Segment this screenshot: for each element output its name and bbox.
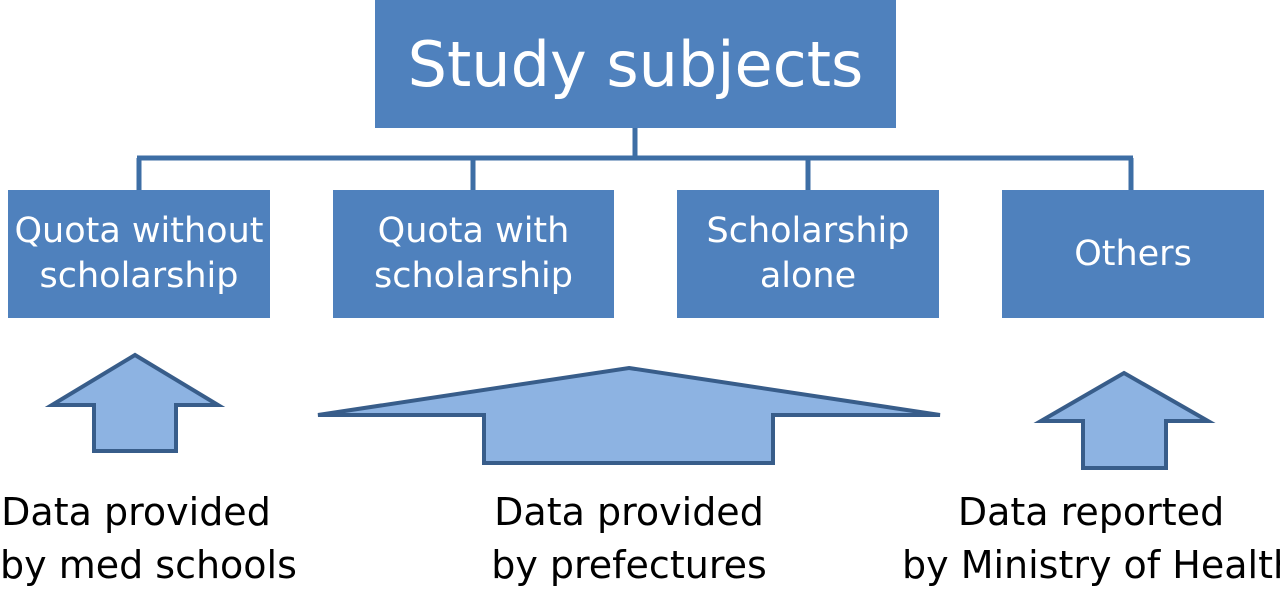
category-label-line1: Quota without bbox=[14, 211, 264, 251]
category-label-line1: Scholarship bbox=[706, 211, 910, 251]
source-label-line1: Data reported bbox=[957, 490, 1225, 534]
category-quota-with-scholarship: Quota with scholarship bbox=[333, 190, 614, 318]
source-ministry-of-health: Data reported by Ministry of Health bbox=[902, 486, 1280, 592]
up-arrow-center bbox=[317, 365, 941, 465]
category-label-line2: scholarship bbox=[39, 256, 239, 296]
study-subjects-box: Study subjects bbox=[375, 0, 896, 128]
category-label-line1: Quota with bbox=[377, 211, 570, 251]
category-scholarship-alone: Scholarship alone bbox=[677, 190, 939, 318]
source-label-line2: by Ministry of Health bbox=[902, 543, 1280, 587]
category-label-line1: Others bbox=[1074, 233, 1192, 274]
source-label-line2: by prefectures bbox=[491, 543, 767, 587]
source-prefectures: Data provided by prefectures bbox=[489, 486, 769, 592]
source-label-line1: Data provided bbox=[494, 490, 764, 534]
up-arrow-right bbox=[1033, 370, 1216, 470]
study-subjects-title: Study subjects bbox=[407, 27, 864, 101]
source-label-line2: by med schools bbox=[0, 543, 297, 587]
category-label-line2: scholarship bbox=[374, 256, 573, 296]
category-quota-without-scholarship: Quota without scholarship bbox=[8, 190, 270, 318]
source-label-line1: Data provided bbox=[1, 490, 271, 534]
source-med-schools: Data provided by med schools bbox=[0, 486, 297, 592]
up-arrow-left bbox=[44, 352, 226, 453]
tree-connector bbox=[136, 128, 1134, 190]
category-label-line2: alone bbox=[759, 256, 857, 296]
category-others: Others bbox=[1002, 190, 1264, 318]
